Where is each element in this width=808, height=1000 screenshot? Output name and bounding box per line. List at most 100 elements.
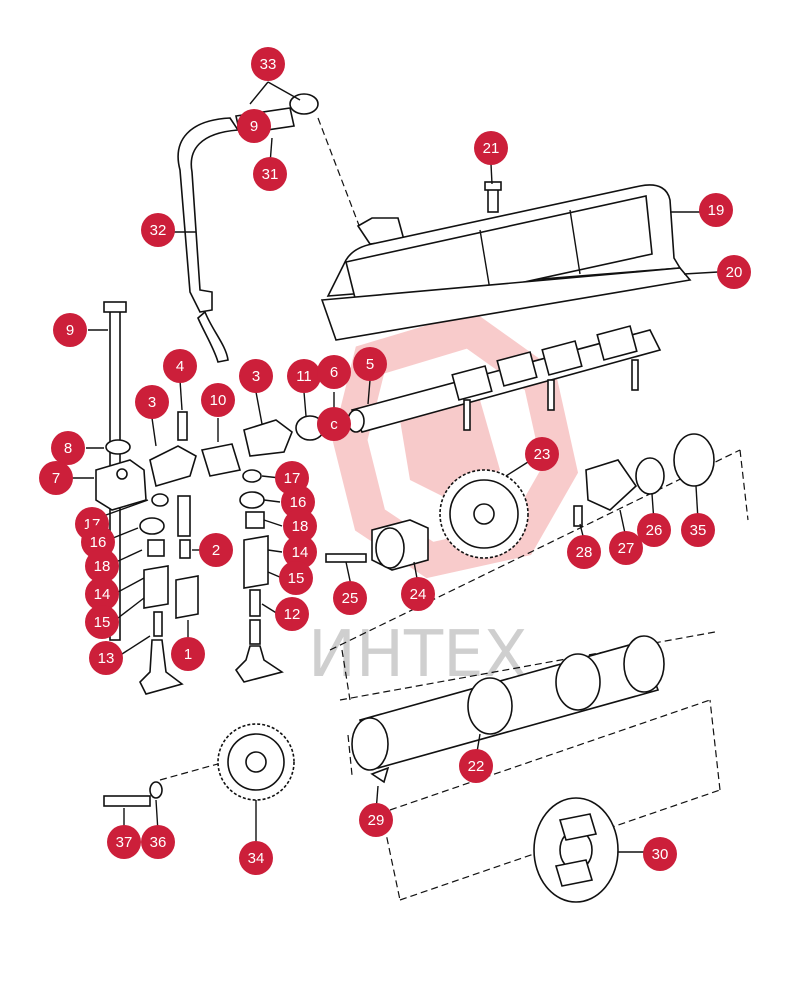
callout-number: 12 (284, 606, 301, 623)
callout-marker (609, 531, 643, 565)
callout-number: 3 (252, 368, 260, 385)
callout-number: 5 (366, 356, 374, 373)
callout-number: 14 (292, 544, 309, 561)
callout-5: 5 (353, 347, 387, 381)
callout-9a: 9 (237, 109, 271, 143)
callout-number: 30 (652, 846, 669, 863)
callout-9b: 9 (53, 313, 87, 347)
callout-number: 32 (150, 222, 167, 239)
callout-31: 31 (253, 157, 287, 191)
callout-marker (253, 157, 287, 191)
callout-27: 27 (609, 531, 643, 565)
callout-marker (459, 749, 493, 783)
callout-marker (699, 193, 733, 227)
callout-18b: 18 (283, 509, 317, 543)
callout-24: 24 (401, 577, 435, 611)
callout-19: 19 (699, 193, 733, 227)
callout-marker (525, 437, 559, 471)
callout-number: 1 (184, 646, 192, 663)
callout-number: 26 (646, 522, 663, 539)
callout-marker (53, 313, 87, 347)
callout-marker (39, 461, 73, 495)
callout-number: 2 (212, 542, 220, 559)
callout-number: 3 (148, 394, 156, 411)
valve-cover (320, 181, 692, 341)
callout-marker (279, 561, 313, 595)
callout-3b: 3 (239, 359, 273, 393)
callout-number: 18 (94, 558, 111, 575)
callout-7: 7 (39, 461, 73, 495)
callout-15b: 15 (279, 561, 313, 595)
rocker-shaft (347, 325, 662, 433)
callout-number: 35 (690, 522, 707, 539)
callout-11: 11 (287, 359, 321, 393)
callout-marker (141, 825, 175, 859)
callout-number: 9 (66, 322, 74, 339)
callout-number: 6 (330, 364, 338, 381)
callout-13: 13 (89, 641, 123, 675)
callout-29: 29 (359, 803, 393, 837)
callout-number: 25 (342, 590, 359, 607)
callout-marker (199, 533, 233, 567)
callout-26: 26 (637, 513, 671, 547)
callout-marker (474, 131, 508, 165)
callout-marker (353, 347, 387, 381)
callout-marker (317, 355, 351, 389)
callout-14b: 14 (283, 535, 317, 569)
callout-34: 34 (239, 841, 273, 875)
callout-marker (717, 255, 751, 289)
callout-number: 27 (618, 540, 635, 557)
callout-1: 1 (171, 637, 205, 671)
callout-marker (287, 359, 321, 393)
callout-number: 11 (296, 368, 312, 385)
callout-number: 18 (292, 518, 309, 535)
callout-number: 13 (98, 650, 115, 667)
callout-marker (163, 349, 197, 383)
callout-35: 35 (681, 513, 715, 547)
callout-marker (239, 841, 273, 875)
callout-marker (239, 359, 273, 393)
callout-marker (283, 509, 317, 543)
callout-37: 37 (107, 825, 141, 859)
callout-number: 22 (468, 758, 485, 775)
callout-marker (401, 577, 435, 611)
callout-marker (107, 825, 141, 859)
callout-28: 28 (567, 535, 601, 569)
callout-number: 16 (90, 534, 107, 551)
callout-number: 36 (150, 834, 167, 851)
callout-6: 6 (317, 355, 351, 389)
callout-marker (681, 513, 715, 547)
callout-number: 34 (248, 850, 265, 867)
callout-number: 14 (94, 586, 111, 603)
callout-number: 16 (290, 494, 307, 511)
callout-marker (171, 637, 205, 671)
timing-gears (103, 433, 715, 807)
callout-marker (359, 803, 393, 837)
callout-36: 36 (141, 825, 175, 859)
callout-number: c (330, 416, 338, 433)
callout-marker (85, 605, 119, 639)
callout-number: 4 (176, 358, 184, 375)
callout-25: 25 (333, 581, 367, 615)
callout-marker (85, 549, 119, 583)
callout-number: 28 (576, 544, 593, 561)
callout-number: 20 (726, 264, 743, 281)
callout-marker (251, 47, 285, 81)
callout-number: 15 (94, 614, 111, 631)
callout-number: 7 (52, 470, 60, 487)
callout-marker (141, 213, 175, 247)
callout-30: 30 (643, 837, 677, 871)
callout-c: c (317, 407, 351, 441)
callout-12: 12 (275, 597, 309, 631)
callout-number: 24 (410, 586, 427, 603)
callout-number: 33 (260, 56, 277, 73)
callout-2: 2 (199, 533, 233, 567)
callout-8: 8 (51, 431, 85, 465)
callout-4: 4 (163, 349, 197, 383)
callout-number: 29 (368, 812, 385, 829)
callout-33: 33 (251, 47, 285, 81)
callout-20: 20 (717, 255, 751, 289)
callout-marker (89, 641, 123, 675)
callout-number: 8 (64, 440, 72, 457)
